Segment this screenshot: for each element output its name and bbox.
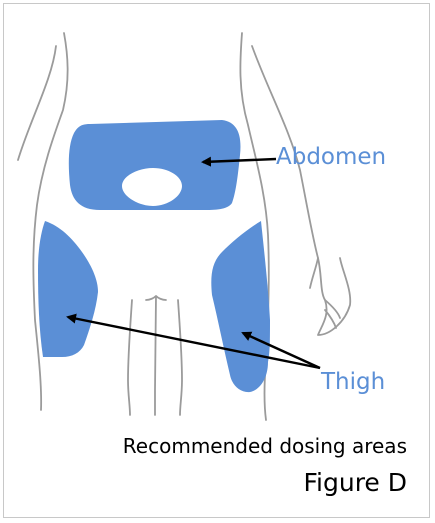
left-arm-outline bbox=[18, 46, 56, 160]
crotch-outline bbox=[146, 296, 166, 415]
caption-text: Recommended dosing areas bbox=[123, 436, 407, 456]
abdomen-label: Abdomen bbox=[276, 146, 386, 169]
right-thigh-dosing-region bbox=[211, 221, 270, 392]
left-thigh-dosing-region bbox=[38, 221, 98, 357]
thigh-arrow-left bbox=[68, 317, 320, 368]
right-leg-inner-outline bbox=[178, 300, 182, 415]
abdomen-dosing-region bbox=[69, 120, 241, 210]
thigh-label: Thigh bbox=[321, 371, 385, 394]
left-leg-inner-outline bbox=[128, 300, 132, 415]
figure-label: Figure D bbox=[303, 470, 407, 495]
